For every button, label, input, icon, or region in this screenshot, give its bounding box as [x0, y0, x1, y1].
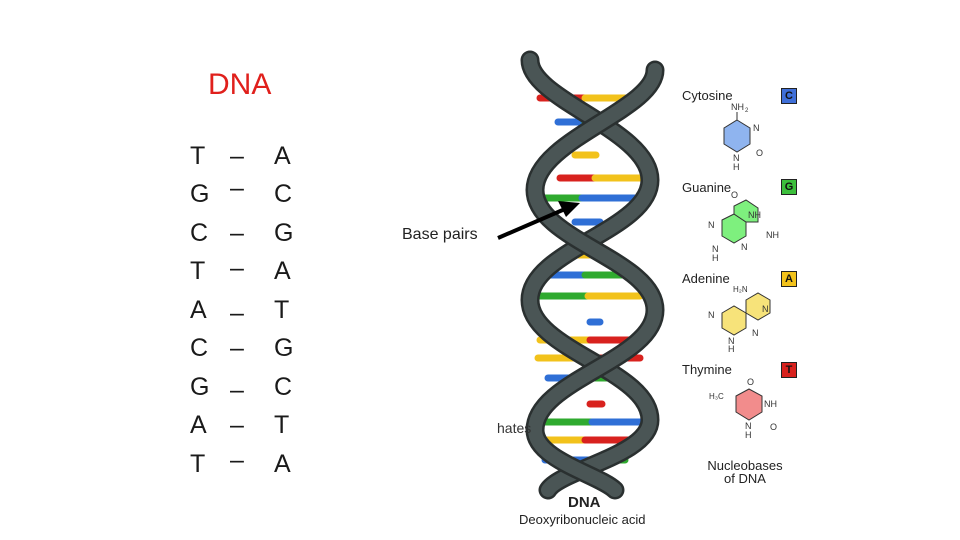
nucleobases-caption: Nucleobases of DNA: [700, 459, 790, 485]
arrow-head: [558, 201, 580, 217]
svg-text:H: H: [733, 162, 740, 172]
pair-dash: –: [230, 142, 244, 170]
partial-label: hates: [497, 420, 532, 436]
base-pair-row: A – T: [186, 296, 306, 334]
svg-text:NH: NH: [766, 230, 779, 240]
figure-subtitle: Deoxyribonucleic acid: [519, 512, 646, 527]
svg-text:N: N: [728, 336, 735, 346]
base-pair-row: C – G: [186, 219, 306, 257]
pair-dash: –: [230, 411, 244, 439]
nucleobase-badge-guanine: G: [781, 179, 797, 195]
cytosine-molecule: NH 2 N O N H: [723, 102, 763, 172]
svg-text:N: N: [708, 220, 715, 230]
helix-backbone: [520, 50, 665, 500]
base-pair-row: G – C: [186, 174, 306, 218]
right-base: G: [274, 334, 294, 362]
left-base: A: [190, 296, 207, 324]
backbone-strand: [527, 63, 663, 497]
svg-text:NH: NH: [764, 399, 777, 409]
nucleobase-badge-cytosine: C: [781, 88, 797, 104]
base-pair-row: G – C: [186, 373, 306, 411]
figure-title: DNA: [568, 494, 601, 511]
arrow-shaft: [497, 207, 566, 240]
nucleobase-badge-adenine: A: [781, 271, 797, 287]
base-pair-row: T – A: [186, 142, 306, 180]
nucleobase-badge-thymine: T: [781, 362, 797, 378]
svg-text:N: N: [733, 153, 740, 163]
guanine-molecule: O NH N NH N N H: [708, 190, 779, 263]
pair-dash: –: [230, 334, 244, 362]
right-base: C: [274, 180, 293, 208]
nucleobase-name-guanine: Guanine: [682, 180, 732, 195]
page-title: DNA: [208, 68, 272, 101]
pair-dash: –: [230, 174, 244, 202]
svg-text:H₂N: H₂N: [733, 285, 748, 294]
svg-text:2: 2: [745, 108, 749, 114]
right-base: G: [274, 219, 294, 247]
right-base: T: [274, 296, 290, 324]
svg-text:N: N: [752, 328, 759, 338]
right-base: A: [274, 257, 291, 285]
base-pairs-arrow: [497, 201, 580, 240]
pair-dash: –: [230, 299, 244, 327]
backbone-strand: [522, 53, 658, 497]
svg-text:H: H: [712, 253, 719, 263]
left-base: A: [190, 411, 207, 439]
base-pair-row: T – A: [186, 254, 306, 295]
left-base: T: [190, 142, 206, 170]
svg-text:NH: NH: [748, 210, 761, 220]
pair-dash: –: [230, 446, 244, 474]
svg-text:NH: NH: [731, 102, 744, 112]
svg-text:N: N: [741, 242, 748, 252]
left-base: C: [190, 219, 209, 247]
svg-text:H: H: [745, 430, 752, 440]
svg-text:O: O: [731, 190, 738, 200]
svg-text:N: N: [753, 123, 760, 133]
svg-text:N: N: [708, 310, 715, 320]
right-base: T: [274, 411, 290, 439]
caption-line: of DNA: [724, 471, 766, 486]
svg-text:H₃C: H₃C: [709, 392, 724, 401]
caption-line: Nucleobases: [707, 458, 783, 473]
right-base: C: [274, 373, 293, 401]
pair-dash: –: [230, 219, 244, 247]
thymine-molecule: H₃C O NH O N H: [709, 377, 777, 440]
base-pairs-label: Base pairs: [402, 226, 478, 243]
left-base: T: [190, 257, 206, 285]
svg-text:H: H: [728, 344, 735, 354]
nucleobase-name-cytosine: Cytosine: [682, 88, 733, 103]
nucleobase-name-thymine: Thymine: [682, 362, 732, 377]
right-base: A: [274, 450, 291, 478]
svg-text:N: N: [762, 304, 769, 314]
svg-text:O: O: [747, 377, 754, 387]
left-base: G: [190, 373, 210, 401]
base-pair-row: T – A: [186, 446, 306, 488]
adenine-molecule: H₂N N N N N H: [708, 285, 771, 354]
base-pair-row: A – T: [186, 411, 306, 449]
left-base: T: [190, 450, 206, 478]
pair-dash: –: [230, 376, 244, 404]
right-base: A: [274, 142, 291, 170]
nucleobase-name-adenine: Adenine: [682, 271, 730, 286]
svg-text:O: O: [756, 148, 763, 158]
svg-text:N: N: [712, 244, 719, 254]
svg-text:N: N: [745, 421, 752, 431]
pair-dash: –: [230, 254, 244, 282]
left-base: G: [190, 180, 210, 208]
left-base: C: [190, 334, 209, 362]
svg-text:O: O: [770, 422, 777, 432]
base-pair-row: C – G: [186, 334, 306, 372]
